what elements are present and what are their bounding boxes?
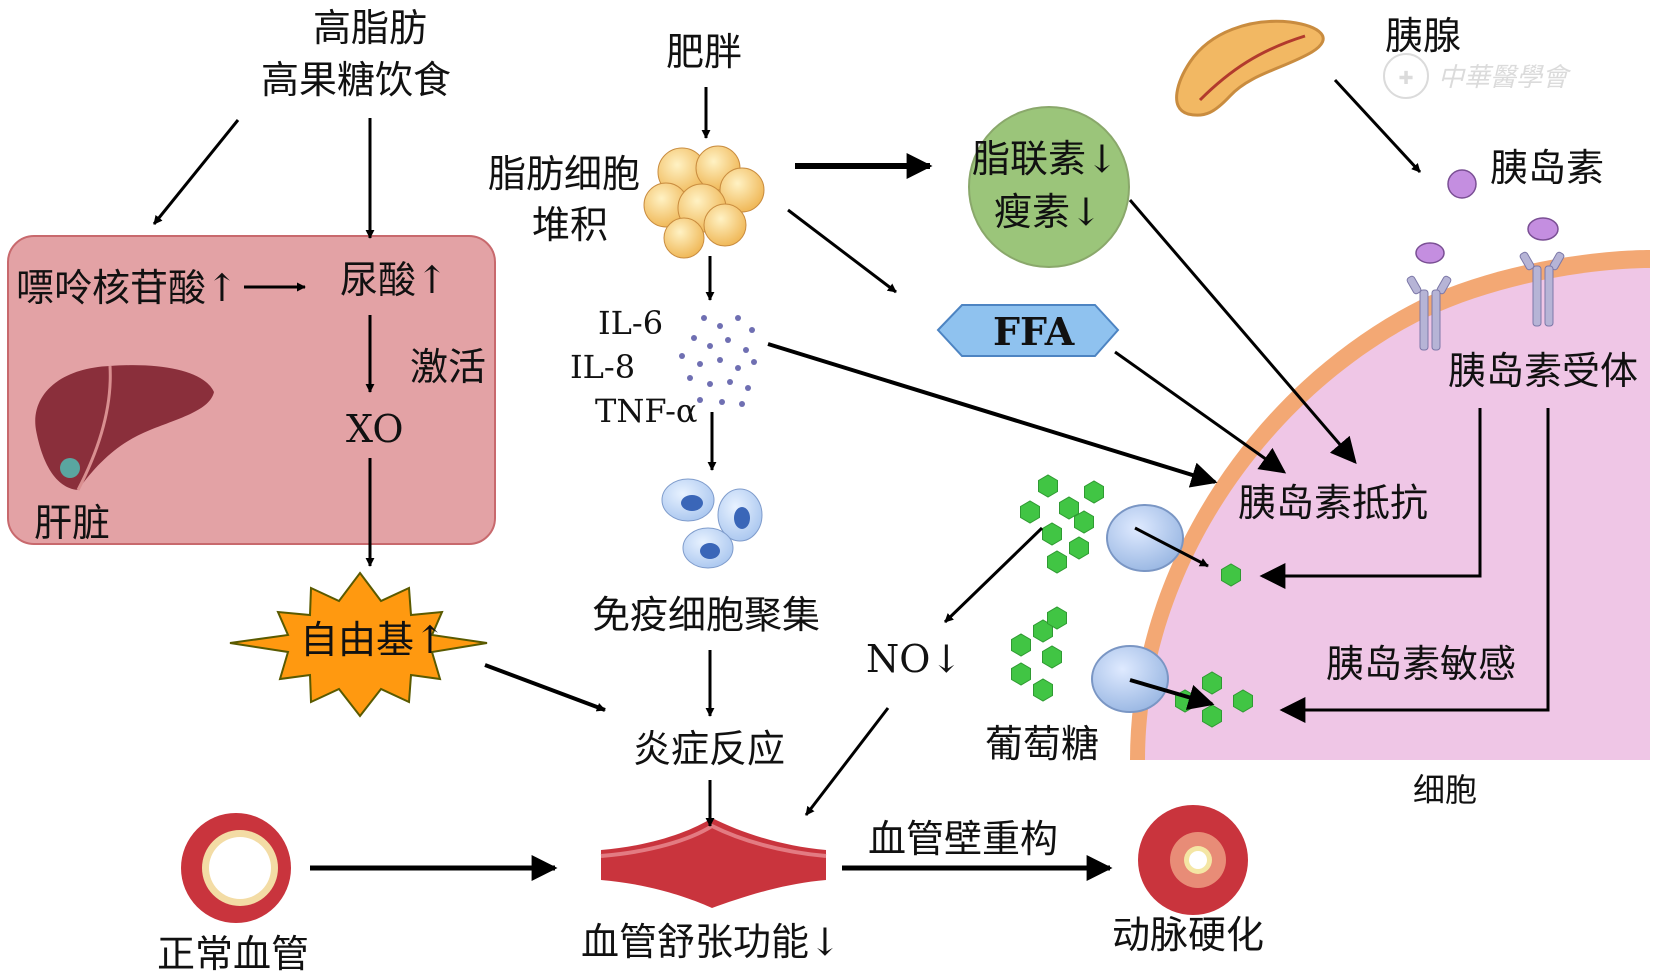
glucose-hexagon <box>1059 496 1079 520</box>
arrow-ffa-ir <box>1114 350 1287 474</box>
remodeling-label: 血管壁重构 <box>868 817 1059 861</box>
arrow-pancreas-insulin <box>1333 78 1422 174</box>
glucose-hexagon <box>1011 662 1031 686</box>
glucose-hexagon <box>1202 671 1222 695</box>
adipokine-label-line1: 脂联素↓ <box>972 137 1118 181</box>
uric-acid-label: 尿酸↑ <box>340 258 448 302</box>
insulin-molecule <box>1447 169 1477 199</box>
insulin-receptor-icon <box>1519 251 1565 327</box>
arrow-cytokine-ir <box>767 342 1218 488</box>
arrow-glucose-entry-2 <box>1129 678 1215 710</box>
obesity-label: 肥胖 <box>666 30 743 74</box>
fat-cell-cluster-icon <box>643 145 765 259</box>
narrowed-vessel-icon <box>600 818 827 908</box>
glucose-label: 葡萄糖 <box>985 722 1100 766</box>
no-label: NO↓ <box>866 637 963 681</box>
insulin-label: 胰岛素 <box>1490 146 1605 190</box>
glucose-molecules <box>1011 474 1253 728</box>
vasodilation-label: 血管舒张功能↓ <box>581 920 841 964</box>
glucose-hexagon <box>1074 510 1094 534</box>
inflammation-label: 炎症反应 <box>633 727 786 771</box>
cytokine-dots-icon <box>679 315 757 407</box>
ffa-hexagon <box>936 304 1120 357</box>
arrow-fat-ffa <box>787 208 897 294</box>
arrow-glucose-entry-1 <box>1134 526 1209 568</box>
insulin-molecule <box>1527 217 1559 241</box>
activate-label: 激活 <box>410 345 487 389</box>
glucose-hexagon <box>1033 678 1053 702</box>
arrow-receptor-sensitive <box>1279 408 1550 723</box>
glucose-hexagon <box>1221 563 1241 587</box>
diet-label-line1: 高脂肪 <box>312 6 427 50</box>
adipocyte-label-line1: 脂肪细胞 <box>488 152 641 196</box>
glucose-hexagon <box>1042 645 1062 669</box>
watermark-text: 中華醫學會 <box>1438 63 1572 93</box>
svg-text:✚: ✚ <box>1398 68 1413 89</box>
immune-cells-label: 免疫细胞聚集 <box>592 593 821 637</box>
adipokine-label-line2: 瘦素↓ <box>994 190 1102 234</box>
pancreas-label: 胰腺 <box>1385 14 1462 58</box>
purine-label: 嘌呤核苷酸↑ <box>16 266 238 310</box>
cytokine-il8: IL-8 <box>570 348 636 386</box>
normal-vessel-label: 正常血管 <box>157 932 310 976</box>
glucose-hexagon <box>1047 606 1067 630</box>
liver-box <box>7 235 496 545</box>
pancreas-icon <box>1175 19 1325 117</box>
arrow-radical-inflam <box>484 663 606 712</box>
glucose-hexagon <box>1011 633 1031 657</box>
glucose-hexagon <box>1038 474 1058 498</box>
glucose-transporter-icon <box>1091 645 1169 713</box>
arrow-receptor-resistance <box>1259 408 1482 589</box>
arrow-no-vessel <box>804 707 890 816</box>
ffa-label: FFA <box>993 309 1075 354</box>
cytokine-tnf: TNF-α <box>595 392 698 430</box>
cytokine-il6: IL-6 <box>598 304 664 342</box>
glucose-hexagon <box>1069 536 1089 560</box>
arrow-adipokine-ir <box>1128 199 1357 464</box>
glucose-hexagon <box>1047 550 1067 574</box>
diet-label-line2: 高果糖饮食 <box>260 58 451 102</box>
atherosclerosis-ring-icon <box>1138 805 1248 915</box>
atherosclerosis-label: 动脉硬化 <box>1112 913 1265 957</box>
glucose-hexagon <box>1020 500 1040 524</box>
cell-region <box>1130 250 1650 760</box>
liver-label: 肝脏 <box>34 501 111 545</box>
adipocyte-label-line2: 堆积 <box>532 203 609 247</box>
cell-label: 细胞 <box>1413 771 1478 809</box>
arrow-diet-liver <box>152 119 240 225</box>
insulin-sensitivity-label: 胰岛素敏感 <box>1326 642 1517 686</box>
glucose-hexagon <box>1202 704 1222 728</box>
insulin-receptor-icon <box>1406 275 1452 351</box>
immune-cell-icon <box>661 478 763 569</box>
glucose-hexagon <box>1042 522 1062 546</box>
free-radical-burst <box>229 571 488 718</box>
liver-icon <box>35 365 214 491</box>
insulin-molecule <box>1415 242 1445 264</box>
watermark-logo: ✚ 中華醫學會 <box>1383 53 1572 99</box>
xo-label: XO <box>346 407 404 451</box>
adipokine-circle <box>968 106 1130 268</box>
arrow-glucose-no <box>943 526 1044 624</box>
free-radical-label: 自由基↑ <box>300 618 446 662</box>
glucose-hexagon <box>1233 689 1253 713</box>
vessel-ring-icon <box>181 813 291 923</box>
glucose-hexagon <box>1084 480 1104 504</box>
glucose-transporter-icon <box>1106 504 1184 572</box>
insulin-receptor-label: 胰岛素受体 <box>1448 349 1639 393</box>
insulin-resistance-label: 胰岛素抵抗 <box>1238 481 1429 525</box>
